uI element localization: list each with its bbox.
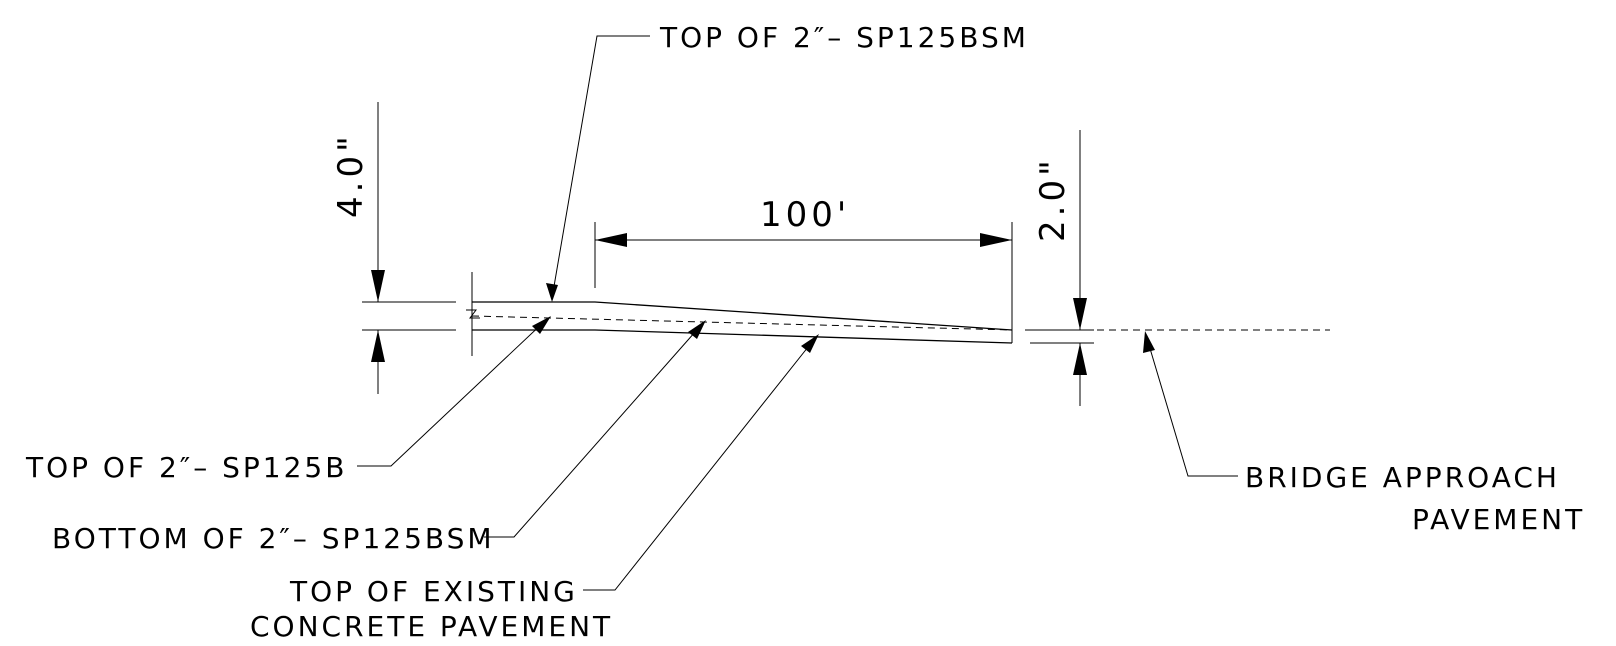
arrow-up-icon	[371, 330, 385, 362]
right-height-text: 2.0"	[1033, 156, 1073, 242]
leader-bridge-approach: BRIDGE APPROACH PAVEMENT	[1143, 331, 1585, 536]
pavement-section	[466, 272, 1330, 356]
label-bridge-line2: PAVEMENT	[1412, 503, 1585, 536]
left-height-text: 4.0"	[331, 132, 371, 218]
arrow-down-icon	[1073, 298, 1087, 330]
label-bottom-sp125bsm: BOTTOM OF 2″– SP125BSM	[52, 522, 495, 555]
leader-top-sp125b: TOP OF 2″– SP125B	[25, 316, 551, 484]
label-bridge-line1: BRIDGE APPROACH	[1245, 461, 1560, 494]
left-height-dimension: 4.0"	[331, 102, 456, 394]
bottom-of-sp125bsm-dashed-line	[471, 315, 1013, 331]
right-height-dimension: 2.0"	[1030, 130, 1094, 406]
label-top-sp125b: TOP OF 2″– SP125B	[25, 451, 347, 484]
leader-top-sp125bsm: TOP OF 2″– SP125BSM	[546, 21, 1029, 302]
leader-existing-concrete: TOP OF EXISTING CONCRETE PAVEMENT	[250, 334, 819, 643]
arrow-icon	[546, 283, 558, 302]
arrow-up-icon	[1073, 343, 1087, 375]
arrow-icon	[801, 334, 819, 353]
top-of-existing-concrete-line	[472, 329, 1013, 344]
arrow-icon	[1143, 331, 1155, 353]
arrow-icon	[688, 320, 706, 339]
label-existing-line1: TOP OF EXISTING	[289, 575, 578, 608]
arrow-right-icon	[980, 233, 1012, 247]
leader-bottom-sp125bsm: BOTTOM OF 2″– SP125BSM	[52, 320, 706, 555]
taper-length-text: 100'	[760, 195, 850, 235]
label-existing-line2: CONCRETE PAVEMENT	[250, 610, 613, 643]
arrow-icon	[532, 316, 551, 334]
taper-length-dimension: 100'	[594, 195, 1013, 318]
arrow-left-icon	[595, 233, 627, 247]
label-top-sp125bsm: TOP OF 2″– SP125BSM	[659, 21, 1029, 54]
break-line-zigzag	[466, 309, 480, 319]
arrow-down-icon	[371, 270, 385, 302]
top-of-sp125bsm-line	[472, 301, 1013, 331]
